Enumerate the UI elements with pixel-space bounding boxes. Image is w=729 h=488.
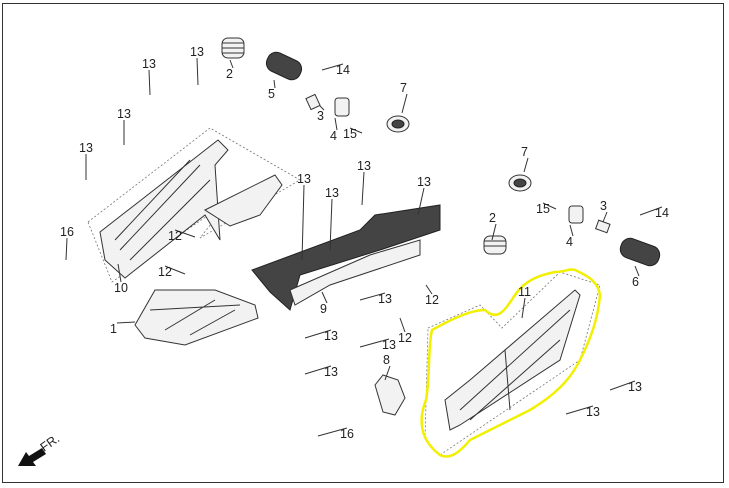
part-number-label[interactable]: 14 xyxy=(655,206,669,220)
part-number-label[interactable]: 13 xyxy=(324,329,338,343)
leader-line xyxy=(384,365,391,381)
part-7-ring-top[interactable] xyxy=(386,115,410,133)
leader-line xyxy=(359,338,390,348)
leader-line xyxy=(304,329,332,339)
leader-line xyxy=(65,237,68,261)
leader-line xyxy=(321,291,328,304)
part-2-spring-top[interactable] xyxy=(221,37,245,59)
part-number-label[interactable]: 13 xyxy=(382,338,396,352)
part-9-floor-panel[interactable] xyxy=(251,204,441,311)
leader-line xyxy=(301,184,305,261)
part-3-pin-right[interactable] xyxy=(595,219,611,234)
leader-line xyxy=(116,321,136,324)
leader-line xyxy=(417,187,425,216)
part-number-label[interactable]: 16 xyxy=(60,225,74,239)
part-number-label[interactable]: 4 xyxy=(330,129,337,143)
part-number-label[interactable]: 13 xyxy=(79,141,93,155)
leader-line xyxy=(609,380,636,391)
part-number-label[interactable]: 13 xyxy=(325,186,339,200)
leader-line xyxy=(491,223,497,241)
part-11-side-cover-right[interactable] xyxy=(420,268,602,458)
highlight-outline xyxy=(420,268,602,458)
leader-line xyxy=(319,105,325,111)
leader-line xyxy=(639,206,663,216)
part-number-label[interactable]: 13 xyxy=(628,380,642,394)
part-8-bracket[interactable] xyxy=(374,374,406,416)
leader-line xyxy=(329,198,333,251)
part-number-label[interactable]: 12 xyxy=(425,293,439,307)
leader-line xyxy=(273,79,276,89)
leader-line xyxy=(634,265,640,277)
part-number-label[interactable]: 7 xyxy=(521,145,528,159)
leader-line xyxy=(565,405,594,415)
leader-line xyxy=(196,57,199,86)
part-1-under-cover[interactable] xyxy=(134,289,259,346)
part-number-label[interactable]: 13 xyxy=(357,159,371,173)
part-number-label[interactable]: 15 xyxy=(536,202,550,216)
part-number-label[interactable]: 13 xyxy=(117,107,131,121)
front-arrow-icon xyxy=(18,448,46,466)
front-direction-indicator: FR. xyxy=(18,431,62,466)
leader-line xyxy=(359,292,386,301)
leader-line xyxy=(174,229,196,238)
part-number-label[interactable]: 12 xyxy=(158,265,172,279)
part-number-label[interactable]: 12 xyxy=(168,229,182,243)
part-number-label[interactable]: 13 xyxy=(378,292,392,306)
leader-line xyxy=(542,202,557,210)
leader-line xyxy=(117,263,122,283)
leader-line xyxy=(399,317,406,333)
part-number-label[interactable]: 2 xyxy=(226,67,233,81)
part-number-label[interactable]: 3 xyxy=(317,109,324,123)
part-number-label[interactable]: 13 xyxy=(417,175,431,189)
leader-line xyxy=(521,297,526,319)
part-number-label[interactable]: 13 xyxy=(586,405,600,419)
leader-line xyxy=(523,157,529,173)
part-number-label[interactable]: 8 xyxy=(383,353,390,367)
part-3-pin-top[interactable] xyxy=(305,93,321,111)
leader-line xyxy=(569,224,574,237)
leader-line xyxy=(401,93,408,114)
part-number-label[interactable]: 13 xyxy=(324,365,338,379)
leader-line xyxy=(334,117,338,131)
part-number-label[interactable]: 4 xyxy=(566,235,573,249)
part-number-label[interactable]: 14 xyxy=(336,63,350,77)
leader-line xyxy=(425,284,433,295)
part-number-label[interactable]: 13 xyxy=(190,45,204,59)
part-10-side-cover-left[interactable] xyxy=(87,127,301,283)
leader-line xyxy=(349,127,363,134)
part-number-label[interactable]: 6 xyxy=(632,275,639,289)
part-number-label[interactable]: 7 xyxy=(400,81,407,95)
part-6-footrest-right[interactable] xyxy=(618,236,662,268)
part-number-label[interactable]: 1 xyxy=(110,322,117,336)
part-number-label[interactable]: 11 xyxy=(518,285,531,299)
part-2-spring-right[interactable] xyxy=(483,235,507,255)
part-number-label[interactable]: 5 xyxy=(268,87,275,101)
leader-line xyxy=(602,211,608,223)
leader-line xyxy=(317,427,348,437)
part-number-label[interactable]: 16 xyxy=(340,427,354,441)
leader-line xyxy=(148,69,151,96)
part-number-label[interactable]: 9 xyxy=(320,302,327,316)
leader-line xyxy=(229,59,234,69)
leader-line xyxy=(321,63,344,71)
part-number-label[interactable]: 12 xyxy=(398,331,412,345)
part-5-footrest-left[interactable] xyxy=(263,49,304,82)
part-number-label[interactable]: 3 xyxy=(600,199,607,213)
part-7-ring-right[interactable] xyxy=(508,174,532,192)
leader-line xyxy=(304,365,332,375)
part-number-label[interactable]: 10 xyxy=(114,281,128,295)
part-4-collar-right[interactable] xyxy=(568,205,584,224)
part-4-collar-top[interactable] xyxy=(334,97,350,117)
part-number-label[interactable]: 13 xyxy=(297,172,311,186)
part-number-label[interactable]: 2 xyxy=(489,211,496,225)
diagram-frame xyxy=(2,3,724,483)
part-number-label[interactable]: 15 xyxy=(343,127,357,141)
leader-line xyxy=(361,171,365,206)
part-number-label[interactable]: 13 xyxy=(142,57,156,71)
leader-line xyxy=(164,265,186,275)
